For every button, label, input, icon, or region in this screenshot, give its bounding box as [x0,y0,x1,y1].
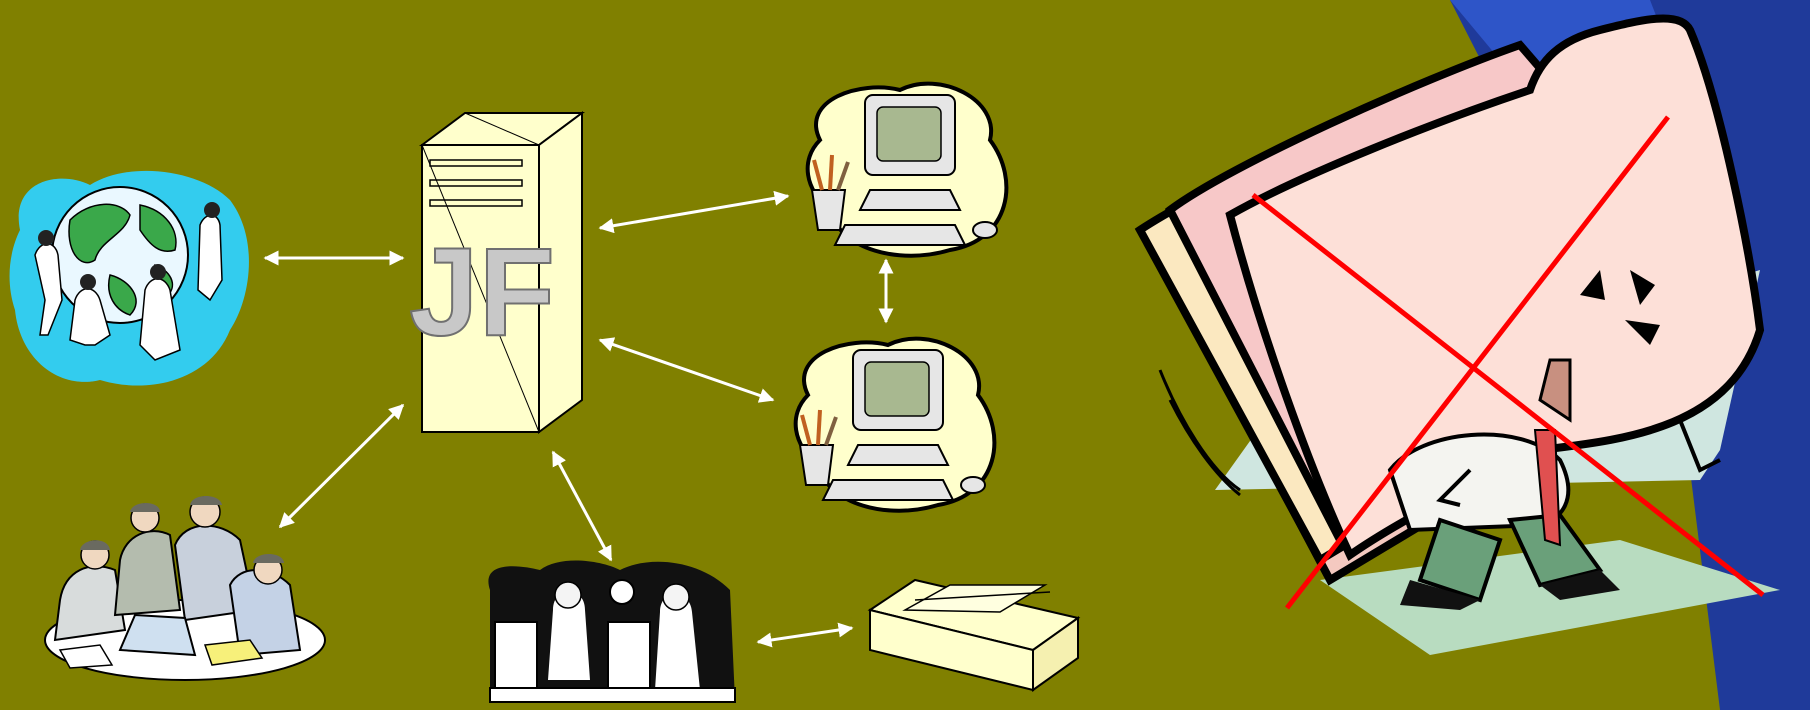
office-clerks-icon [488,561,735,702]
globe-people-icon [10,171,249,386]
server-label: JF [409,223,555,362]
server-tower-icon: JF [409,113,582,432]
workstation-icon [796,339,995,511]
workstation-icon [808,84,1007,256]
